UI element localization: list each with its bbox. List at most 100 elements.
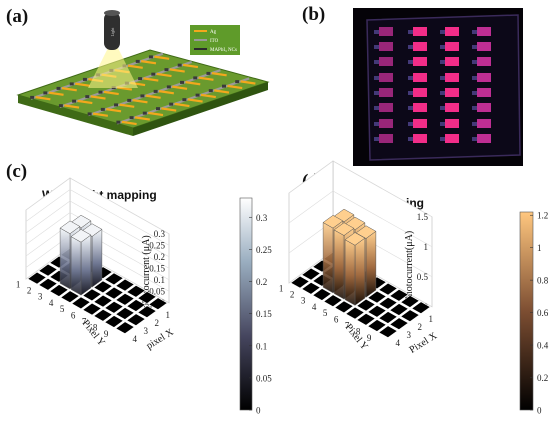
floor-cell (389, 288, 409, 302)
bar-face-front (354, 237, 366, 306)
y-tick-label: 6 (71, 310, 76, 320)
y-tick-label: 6 (334, 314, 339, 324)
colorbar-tick-label: 0.25 (256, 245, 272, 255)
floor-cell (345, 306, 365, 320)
floor-cell (82, 302, 102, 316)
photo-pixel (445, 88, 459, 97)
ag-electrode (103, 90, 119, 96)
photo-pixel (379, 27, 393, 36)
photo-pixel (413, 42, 427, 51)
ag-electrode (211, 72, 227, 77)
substrate-side (133, 82, 268, 136)
ag-electrode (90, 95, 106, 100)
y-tick-label: 9 (104, 329, 109, 339)
floor-cell (356, 312, 376, 326)
z-gridline (25, 189, 170, 246)
floor-cell (115, 278, 135, 292)
y-tick-label: 7 (82, 317, 87, 327)
mapbi-pixel (87, 112, 92, 116)
floor-cell (290, 275, 310, 289)
mapbi-pixel (195, 93, 200, 97)
legend-label-ito: ITO (210, 39, 219, 44)
z-gridline (25, 200, 170, 258)
z-tick-label: 0.2 (154, 252, 165, 262)
colorbar-tick-label: 0.4 (537, 341, 549, 351)
photo-electrode-glow (374, 137, 379, 141)
x-axis-label: Pixel X (408, 330, 440, 356)
floor-cell (367, 319, 387, 332)
floor-cell (126, 313, 146, 327)
photo-electrode-glow (408, 60, 413, 64)
mapbi-pixel (69, 82, 74, 86)
photo-pixel (413, 103, 427, 112)
y-tick-label: 4 (49, 298, 54, 308)
ag-electrode (48, 91, 64, 96)
colorbar-tick-label: 0 (537, 406, 542, 416)
floor-cell (323, 294, 343, 308)
floor-cell (93, 280, 113, 294)
photo-electrode-glow (374, 30, 379, 34)
floor-cell (378, 296, 398, 310)
z-tick-label: 0.3 (154, 229, 166, 239)
x-tick-label: 4 (133, 334, 138, 344)
colorbar (239, 197, 253, 411)
mapbi-pixel (206, 71, 211, 75)
photo-pixel (379, 119, 393, 128)
mapbi-pixel (166, 85, 171, 89)
ag-electrode (158, 90, 175, 95)
photo-pixel (413, 57, 427, 66)
y-tick-label: 3 (301, 296, 306, 306)
photo-pixel (445, 57, 459, 66)
ag-electrode (121, 120, 137, 126)
floor-cell (93, 308, 113, 322)
mapbi-pixel (151, 72, 156, 76)
floor-cell (356, 298, 376, 312)
photo-electrode-glow (440, 60, 445, 64)
mapbi-pixel (164, 68, 169, 72)
mapbi-pixel (142, 111, 147, 115)
photo-electrode-glow (440, 137, 445, 141)
bar-top (70, 229, 92, 243)
photo-pixel-array (374, 27, 491, 143)
x-tick-label: 3 (407, 330, 412, 340)
photo-pixel (477, 57, 491, 66)
photo-pixel (445, 27, 459, 36)
photo-electrode-glow (440, 45, 445, 49)
photo-pixel (477, 88, 491, 97)
mapbi-pixel (58, 104, 63, 108)
floor-cell (389, 317, 409, 331)
floor-cell (82, 288, 102, 302)
mapbi-pixel (85, 95, 90, 99)
z-tick-label: 0.05 (149, 286, 165, 296)
photo-pixel (445, 103, 459, 112)
mapbi-pixel (116, 120, 121, 124)
light-source-label: Light (110, 27, 115, 37)
photo-electrode-glow (408, 45, 413, 49)
ag-electrode (172, 85, 188, 90)
photo-electrode-glow (408, 30, 413, 34)
mapbi-pixel (148, 55, 153, 59)
y-tick-label: 9 (367, 333, 372, 343)
colorbar-tick-label: 0.2 (537, 373, 548, 383)
photo-electrode-glow (440, 76, 445, 80)
legend-label-mapbi: MAPbI₃ NCs (210, 48, 237, 53)
mapbi-pixel (43, 91, 48, 95)
y-tick-label: 1 (16, 279, 20, 289)
floor-cell (301, 281, 321, 295)
photo-pixel (379, 103, 393, 112)
floor-cell (378, 325, 398, 339)
mapbi-pixel (100, 107, 105, 111)
z-axis-label: photocurrent (μA) (141, 235, 152, 308)
floor-cell (115, 292, 135, 306)
bar-face-front (91, 228, 103, 288)
mapbi-pixel (72, 99, 77, 103)
floor-cell (27, 271, 47, 285)
ag-electrode (169, 68, 185, 73)
colorbar-tick-label: 1.2 (537, 211, 548, 221)
ag-electrode (74, 82, 91, 87)
mapbi-pixel (182, 98, 187, 102)
floor-cell (137, 291, 157, 304)
ag-electrode (143, 77, 159, 82)
